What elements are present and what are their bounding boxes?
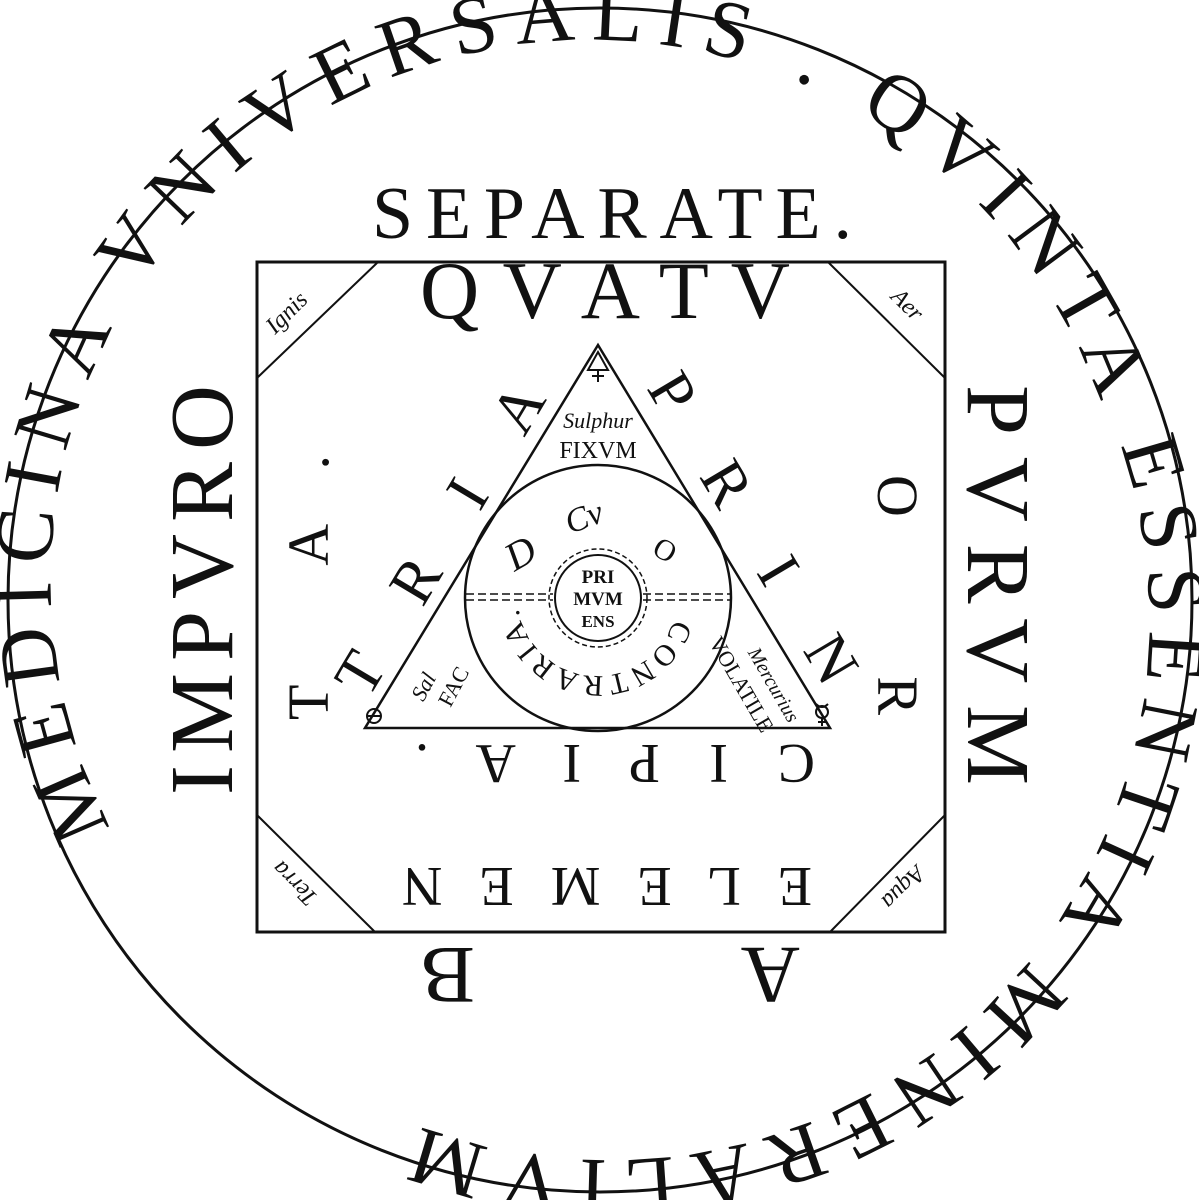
sulphur-label: Sulphur — [563, 408, 633, 433]
quatu-text: Q V A T V — [420, 245, 790, 336]
circle-letter-cv: Cv — [560, 493, 609, 541]
center-line-2: MVM — [573, 589, 623, 610]
or-text: O R — [865, 475, 930, 715]
cipia-text: C I P I A . — [415, 732, 815, 794]
center-line-3: ENS — [581, 612, 614, 631]
mercury-symbol-icon — [815, 703, 829, 726]
separate-text: SEPARATE. — [372, 173, 852, 255]
aer-label: Aer — [884, 282, 929, 327]
terra-label: Terra — [267, 855, 322, 910]
outer-circle — [6, 6, 1194, 1194]
inscribed-circle — [463, 463, 733, 733]
circle-letter-o: O — [647, 531, 682, 570]
circle-letter-d: D — [496, 526, 544, 580]
fac-label: FAC — [433, 662, 474, 710]
center-line-1: PRI — [582, 567, 615, 588]
impuro-text: IMPVRO — [153, 385, 252, 795]
center-circle — [554, 554, 642, 642]
elemen-text: E L E M E N — [402, 855, 812, 917]
sulphur-symbol-icon — [586, 349, 610, 382]
fixum-label: FIXVM — [559, 438, 636, 464]
square-frame — [255, 260, 947, 934]
purum-text: PVRVM — [948, 385, 1047, 785]
salt-symbol-icon — [366, 708, 382, 724]
triangle — [362, 342, 833, 730]
a-b-text: A B — [420, 930, 800, 1021]
ta-text: T A. — [276, 455, 341, 720]
center-dashed-circle — [548, 548, 648, 648]
aqua-label: Aqua — [876, 858, 932, 914]
